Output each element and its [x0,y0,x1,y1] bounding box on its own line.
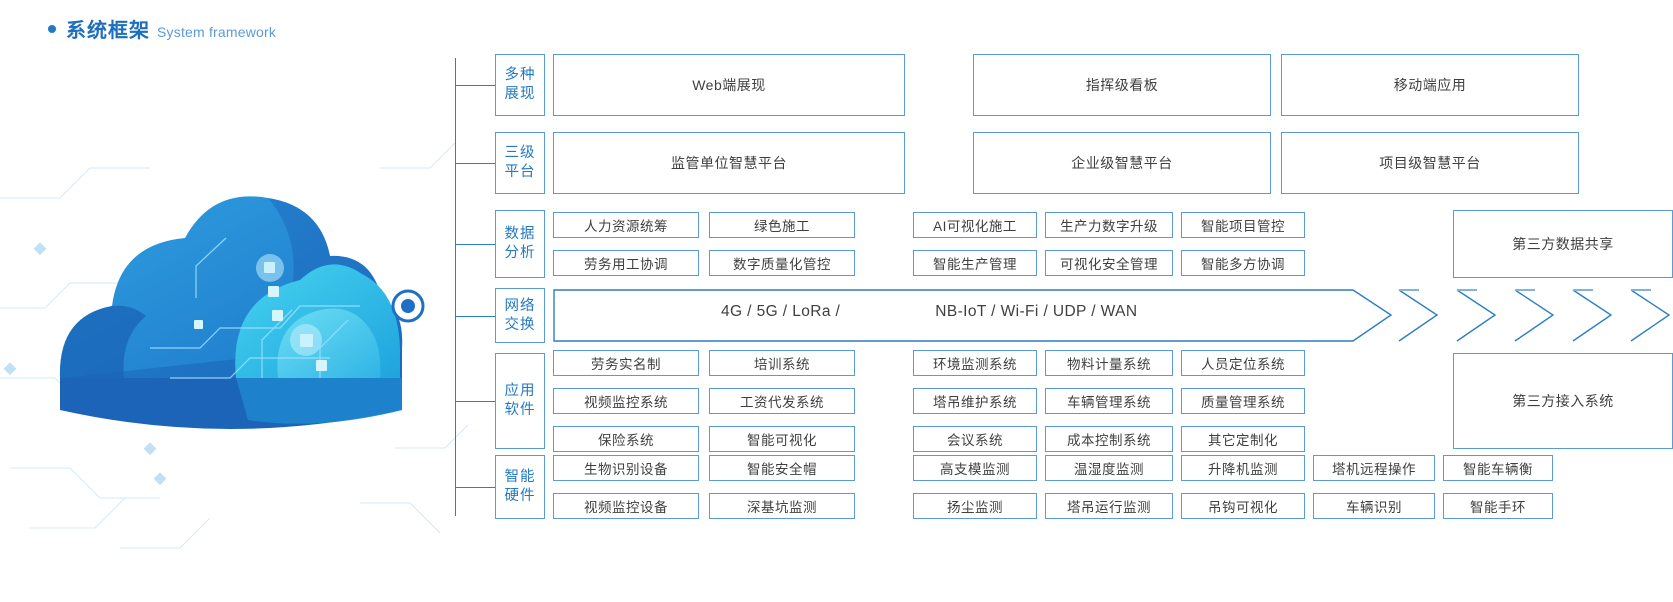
cell-smart-project-control[interactable]: 智能项目管控 [1181,212,1305,238]
cell-mobile-app[interactable]: 移动端应用 [1281,54,1579,116]
category-line-2: 硬件 [504,488,536,504]
cell-meeting-system[interactable]: 会议系统 [913,426,1037,452]
cell-smart-multiparty-coord[interactable]: 智能多方协调 [1181,250,1305,276]
cell-tower-crane-remote[interactable]: 塔机远程操作 [1313,455,1435,481]
category-line-2: 交换 [504,316,536,333]
network-band: 4G / 5G / LoRa / NB-IoT / Wi-Fi / UDP / … [553,288,1673,342]
category-line-1: 应用 [504,383,536,400]
category-line-2: 分析 [504,245,536,261]
cell-hr-planning[interactable]: 人力资源统筹 [553,212,699,238]
row-display: 多种 展现 Web端展现 指挥级看板 移动端应用 [455,54,1673,116]
cell-biometric-device[interactable]: 生物识别设备 [553,455,699,481]
cell-productivity-upgrade[interactable]: 生产力数字升级 [1045,212,1173,238]
cell-command-board[interactable]: 指挥级看板 [973,54,1271,116]
network-text-right: NB-IoT / Wi-Fi / UDP / WAN [935,303,1138,320]
page-title: 系统框架 [66,20,150,42]
connector-line-platform [455,163,495,164]
cell-quality-management[interactable]: 质量管理系统 [1181,388,1305,414]
cell-cost-control-system[interactable]: 成本控制系统 [1045,426,1173,452]
category-line-2: 软件 [504,402,536,418]
bullet-dot-icon [48,25,56,33]
row-smart-hardware: 智能 硬件 生物识别设备 智能安全帽 高支模监测 温湿度监测 升降机监测 塔机远… [455,455,1673,519]
category-line-1: 数据 [504,226,536,243]
cell-insurance-system[interactable]: 保险系统 [553,426,699,452]
network-text-left: 4G / 5G / LoRa / [721,303,841,320]
category-smart-hardware: 智能 硬件 [495,455,545,519]
cell-smart-helmet[interactable]: 智能安全帽 [709,455,855,481]
cell-third-party-data-sharing[interactable]: 第三方数据共享 [1453,210,1673,278]
cell-crane-operation-monitor[interactable]: 塔吊运行监测 [1045,493,1173,519]
cell-deep-pit-monitor[interactable]: 深基坑监测 [709,493,855,519]
category-network-exchange: 网络 交换 [495,288,545,343]
cell-enterprise-platform[interactable]: 企业级智慧平台 [973,132,1271,194]
connector-line-hardware [455,487,495,488]
cell-temp-humidity-monitor[interactable]: 温湿度监测 [1045,455,1173,481]
cell-visual-safety-mgmt[interactable]: 可视化安全管理 [1045,250,1173,276]
page-subtitle: System framework [157,24,277,40]
connector-line-network [455,315,495,317]
category-line-2: 展现 [504,86,536,102]
framework-diagram: 多种 展现 Web端展现 指挥级看板 移动端应用 三级 平台 监管单位智慧平台 … [455,48,1673,568]
category-line-2: 平台 [504,164,536,180]
cell-other-customization[interactable]: 其它定制化 [1181,426,1305,452]
row-data-analysis: 数据 分析 人力资源统筹 绿色施工 AI可视化施工 生产力数字升级 智能项目管控… [455,210,1673,278]
cell-digital-quality-control[interactable]: 数字质量化管控 [709,250,855,276]
cell-smart-wristband[interactable]: 智能手环 [1443,493,1553,519]
cell-smart-production-mgmt[interactable]: 智能生产管理 [913,250,1037,276]
cell-supervision-platform[interactable]: 监管单位智慧平台 [553,132,905,194]
cell-smart-weighbridge[interactable]: 智能车辆衡 [1443,455,1553,481]
cell-web-display[interactable]: Web端展现 [553,54,905,116]
cell-ai-visual-construction[interactable]: AI可视化施工 [913,212,1037,238]
category-application-software: 应用 软件 [495,353,545,449]
cell-payroll-system[interactable]: 工资代发系统 [709,388,855,414]
cell-labor-coordination[interactable]: 劳务用工协调 [553,250,699,276]
cell-hook-visualization[interactable]: 吊钩可视化 [1181,493,1305,519]
cell-vehicle-management[interactable]: 车辆管理系统 [1045,388,1173,414]
category-line-1: 三级 [504,145,536,162]
cell-video-surveillance-system[interactable]: 视频监控系统 [553,388,699,414]
cloud-illustration [0,48,470,588]
cell-third-party-access-system[interactable]: 第三方接入系统 [1453,353,1673,449]
cell-green-construction[interactable]: 绿色施工 [709,212,855,238]
cell-lift-monitor[interactable]: 升降机监测 [1181,455,1305,481]
row-application-software: 应用 软件 劳务实名制 培训系统 环境监测系统 物料计量系统 人员定位系统 第三… [455,350,1673,452]
cell-labor-realname[interactable]: 劳务实名制 [553,350,699,376]
row-platform: 三级 平台 监管单位智慧平台 企业级智慧平台 项目级智慧平台 [455,132,1673,194]
category-line-1: 网络 [504,297,536,314]
cell-personnel-positioning[interactable]: 人员定位系统 [1181,350,1305,376]
category-platform: 三级 平台 [495,132,545,194]
row-network-exchange: 网络 交换 4G / 5G / LoRa / [455,288,1673,343]
category-data-analysis: 数据 分析 [495,210,545,278]
cell-smart-visualization[interactable]: 智能可视化 [709,426,855,452]
cell-environment-monitor[interactable]: 环境监测系统 [913,350,1037,376]
connector-line-display [455,85,495,86]
cell-vehicle-recognition[interactable]: 车辆识别 [1313,493,1435,519]
cell-material-metering[interactable]: 物料计量系统 [1045,350,1173,376]
category-display: 多种 展现 [495,54,545,116]
connector-line-application [455,401,495,402]
cell-dust-monitor[interactable]: 扬尘监测 [913,493,1037,519]
connector-line-data [455,244,495,245]
cell-training-system[interactable]: 培训系统 [709,350,855,376]
category-line-1: 智能 [504,469,536,486]
cell-formwork-monitor[interactable]: 高支模监测 [913,455,1037,481]
cell-project-platform[interactable]: 项目级智慧平台 [1281,132,1579,194]
cell-crane-maintenance[interactable]: 塔吊维护系统 [913,388,1037,414]
section-heading: 系统框架 System framework [48,14,276,43]
cell-video-surveillance-device[interactable]: 视频监控设备 [553,493,699,519]
category-line-1: 多种 [504,67,536,84]
diagram-bracket [455,58,496,516]
